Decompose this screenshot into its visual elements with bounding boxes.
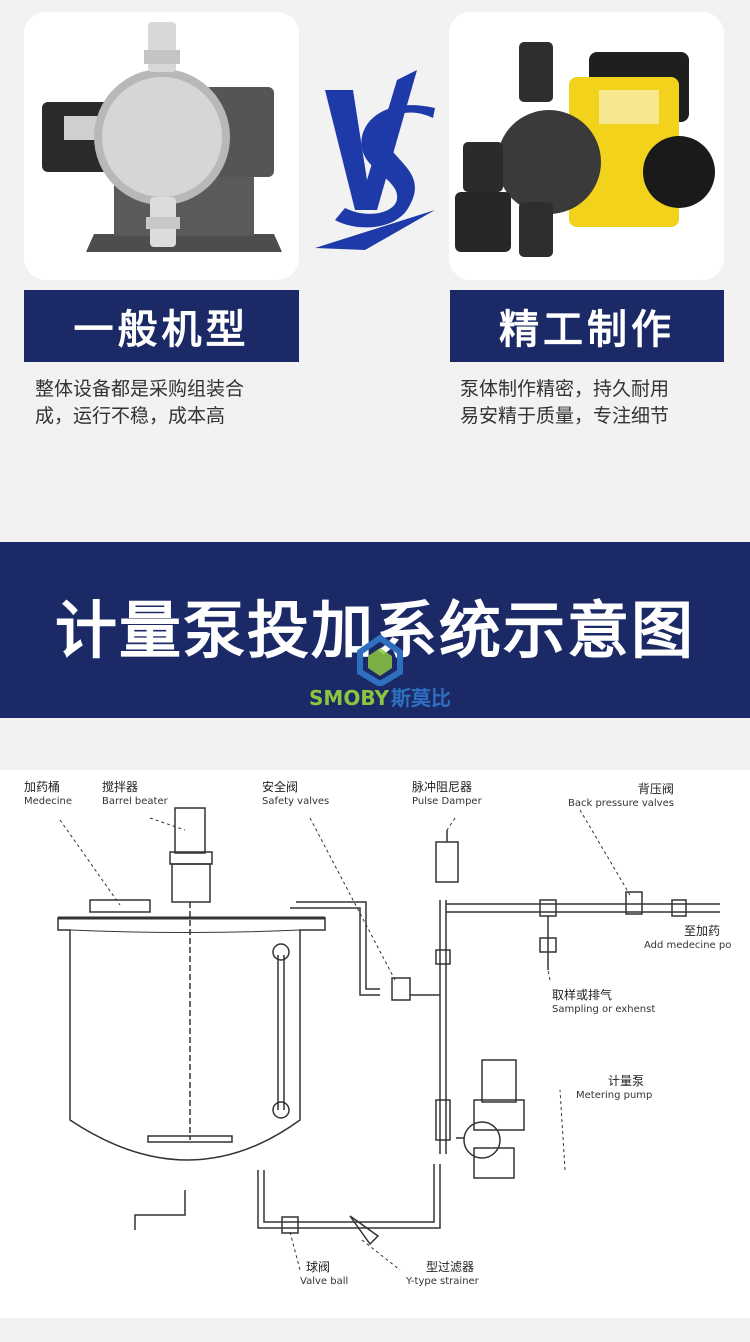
standard-desc-line2: 成，运行不稳，成本高 [35, 405, 226, 427]
tank-label-en: Medecine [24, 796, 73, 807]
tank-label: 加药桶 Medecine [24, 780, 72, 809]
metering-pump-label: 计量泵 Metering pump [576, 1074, 652, 1103]
safety-valve-label-en: Safety valves [262, 796, 330, 807]
standard-model-description: 整体设备都是采购组装合 成，运行不稳，成本高 [35, 376, 285, 430]
safety-valve-label-cn: 安全阀 [262, 780, 299, 794]
y-strainer-label-en: Y-type strainer [406, 1276, 479, 1287]
valve-ball-label-cn: 球阀 [306, 1260, 331, 1274]
precision-model-description: 泵体制作精密，持久耐用 易安精于质量，专注细节 [460, 376, 710, 430]
sampling-label-en: Sampling or exhenst [552, 1004, 656, 1015]
precision-pump-illustration [449, 12, 724, 280]
vs-text: VS [305, 60, 307, 61]
back-pressure-label-cn: 背压阀 [637, 782, 674, 796]
safety-valve-label: 安全阀 Safety valves [262, 780, 329, 809]
back-pressure-label: 背压阀 Back pressure valves [568, 782, 674, 811]
standard-desc-line1: 整体设备都是采购组装合 [35, 378, 245, 400]
back-pressure-label-en: Back pressure valves [568, 798, 674, 809]
comparison-section: VS 一般机型 精工制作 整体设备都是采购组装合 成，运行不稳，成本高 泵体制作… [0, 0, 750, 540]
precision-pump-photo [449, 12, 724, 280]
metering-pump-label-en: Metering pump [576, 1090, 653, 1101]
metering-pump-label-cn: 计量泵 [608, 1074, 645, 1088]
logo-hexagon-icon [357, 634, 403, 688]
precision-desc-line1: 泵体制作精密，持久耐用 [460, 378, 670, 400]
pulse-damper-label-en: Pulse Damper [412, 796, 482, 807]
logo-cn: 斯莫比 [390, 686, 451, 710]
sampling-label-cn: 取样或排气 [552, 988, 613, 1002]
add-medicine-label-cn: 至加药 [684, 924, 721, 938]
precision-model-label: 精工制作 [450, 290, 724, 362]
tank-label-cn: 加药桶 [24, 780, 61, 794]
beater-label: 搅拌器 Barrel beater [102, 780, 168, 809]
beater-label-en: Barrel beater [102, 796, 168, 807]
valve-ball-label: 球阀 Valve ball [300, 1260, 348, 1289]
add-medicine-label: 至加药 Add medecine po [644, 924, 731, 953]
valve-ball-label-en: Valve ball [300, 1276, 349, 1287]
dosing-system-diagram: 加药桶 Medecine 搅拌器 Barrel beater 安全阀 Safet… [0, 770, 750, 1318]
sampling-label: 取样或排气 Sampling or exhenst [552, 988, 655, 1017]
pulse-damper-label-cn: 脉冲阻尼器 [412, 780, 473, 794]
standard-pump-photo [24, 12, 299, 280]
standard-pump-illustration [24, 12, 299, 280]
beater-label-cn: 搅拌器 [102, 780, 139, 794]
y-strainer-label: 型过滤器 Y-type strainer [406, 1260, 479, 1289]
y-strainer-label-cn: 型过滤器 [426, 1260, 475, 1274]
vs-graphic: VS [305, 60, 435, 250]
dosing-system-schematic [57, 807, 720, 1271]
add-medicine-label-en: Add medecine po [644, 940, 732, 951]
pulse-damper-label: 脉冲阻尼器 Pulse Damper [412, 780, 482, 809]
precision-desc-line2: 易安精于质量，专注细节 [460, 405, 670, 427]
standard-model-label: 一般机型 [24, 290, 299, 362]
logo-en: SMOBY [309, 686, 389, 710]
